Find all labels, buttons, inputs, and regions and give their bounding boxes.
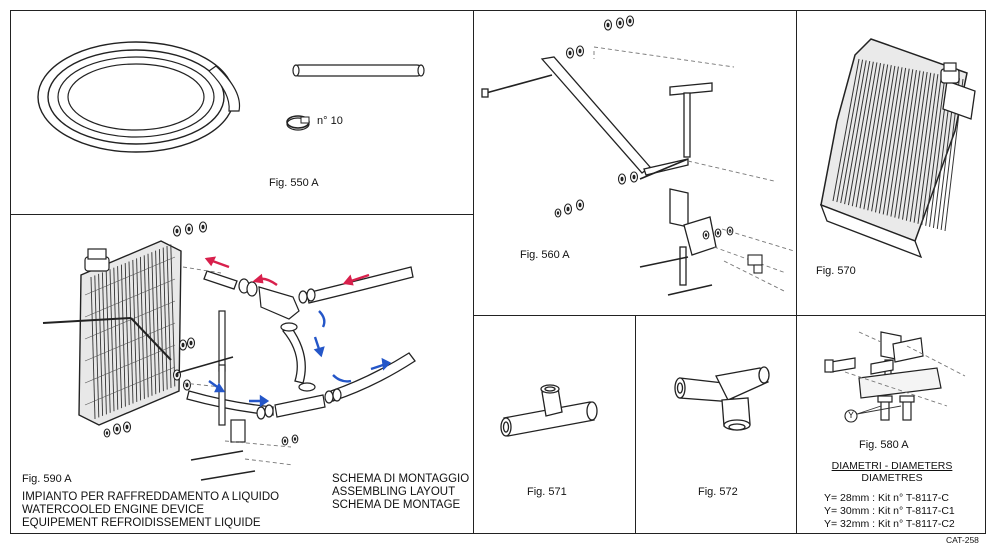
hose-clamp (286, 115, 310, 131)
panel-fig-550a: n° 10 Fig. 550 A (10, 10, 475, 216)
fig-550a-caption: Fig. 550 A (269, 177, 319, 189)
bracket-illustration (481, 15, 795, 296)
fig-570-caption: Fig. 570 (816, 265, 856, 277)
panel-fig-590a: Fig. 590 A IMPIANTO PER RAFFREDDAMENTO A… (10, 214, 475, 534)
hose-kit-illustration (37, 41, 425, 153)
title-line-english: WATERCOOLED ENGINE DEVICE (22, 504, 205, 516)
title-line-italian: IMPIANTO PER RAFFREDDAMENTO A LIQUIDO (22, 491, 280, 503)
assembly-layout-label: SCHEMA DI MONTAGGIO ASSEMBLING LAYOUT SC… (332, 473, 469, 512)
title-line-french: EQUIPEMENT REFROIDISSEMENT LIQUIDE (22, 517, 261, 529)
catalog-code: CAT-258 (946, 535, 979, 545)
coiled-hose (37, 41, 241, 153)
fig-560a-caption: Fig. 560 A (520, 249, 570, 261)
t-fitting-illustration (500, 384, 598, 437)
kit-row-32mm: Y= 32mm : Kit n° T-8117-C2 (824, 518, 955, 530)
panel-fig-571: Fig. 571 (473, 315, 637, 534)
panel-fig-580a: Y Fig. 580 A DIAMETRI - DIAMETERS DIAMET… (796, 315, 986, 534)
fig-590a-title: IMPIANTO PER RAFFREDDAMENTO A LIQUIDO WA… (22, 491, 279, 530)
hose-network (186, 266, 416, 416)
panel-fig-560a: Fig. 560 A (473, 10, 798, 317)
kit-row-28mm: Y= 28mm : Kit n° T-8117-C (824, 492, 949, 504)
fig-580a-caption: Fig. 580 A (859, 439, 909, 451)
panel-fig-570: Fig. 570 (796, 10, 986, 317)
schema-line-english: ASSEMBLING LAYOUT (332, 486, 456, 498)
cooling-assembly-illustration (42, 221, 416, 481)
thermostat-illustration (674, 366, 770, 431)
radiator-drawing (78, 240, 182, 426)
diameters-heading: DIAMETRI - DIAMETERS DIAMETRES (797, 460, 987, 484)
diameters-heading-line1: DIAMETRI - DIAMETERS (831, 460, 953, 472)
flow-arrows (204, 256, 392, 408)
panel-fig-572: Fig. 572 (635, 315, 798, 534)
radiator-illustration (819, 38, 976, 259)
schema-line-french: SCHEMA DE MONTAGE (332, 499, 461, 511)
kit-list: Y= 28mm : Kit n° T-8117-C Y= 30mm : Kit … (824, 492, 955, 531)
fig-571-caption: Fig. 571 (527, 486, 567, 498)
clamps-and-connectors (238, 278, 342, 420)
straight-tube (292, 64, 425, 77)
kit-row-30mm: Y= 30mm : Kit n° T-8117-C1 (824, 505, 955, 517)
schema-line-italian: SCHEMA DI MONTAGGIO (332, 473, 470, 485)
fixing-kit-illustration (824, 331, 966, 423)
y-diameter-marker: Y (848, 410, 855, 420)
fig-572-caption: Fig. 572 (698, 486, 738, 498)
diameters-heading-line2: DIAMETRES (861, 472, 923, 484)
fig-590a-caption: Fig. 590 A (22, 473, 72, 485)
clamp-quantity-label: n° 10 (317, 115, 343, 127)
